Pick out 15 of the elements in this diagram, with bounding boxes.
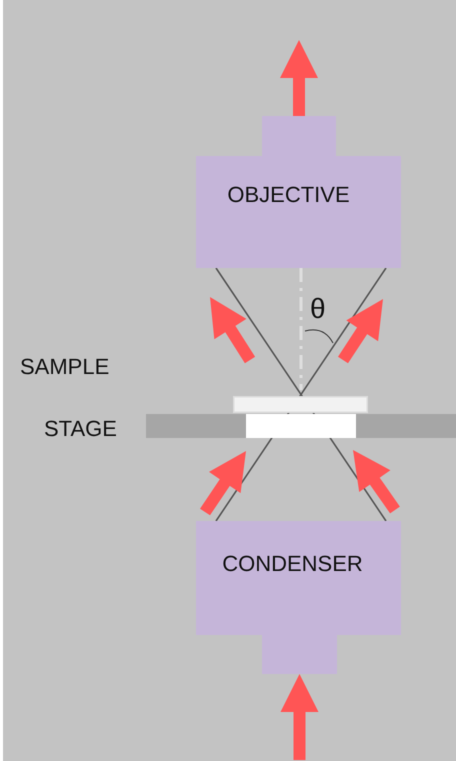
part-label: STAGE: [44, 416, 117, 442]
arrow: [353, 450, 400, 514]
optics-block: [196, 521, 401, 674]
arrow: [280, 40, 318, 116]
microscope-stage: [146, 414, 456, 438]
arrow: [210, 297, 256, 364]
arrow: [280, 674, 318, 760]
arrow: [338, 299, 383, 364]
block-label: OBJECTIVE: [226, 182, 351, 208]
arrow: [200, 451, 246, 516]
part-label: SAMPLE: [20, 354, 110, 380]
angle-label: θ: [310, 293, 326, 325]
optics-block: [196, 116, 401, 268]
sample-slide: [233, 396, 368, 413]
block-label: CONDENSER: [221, 551, 364, 577]
